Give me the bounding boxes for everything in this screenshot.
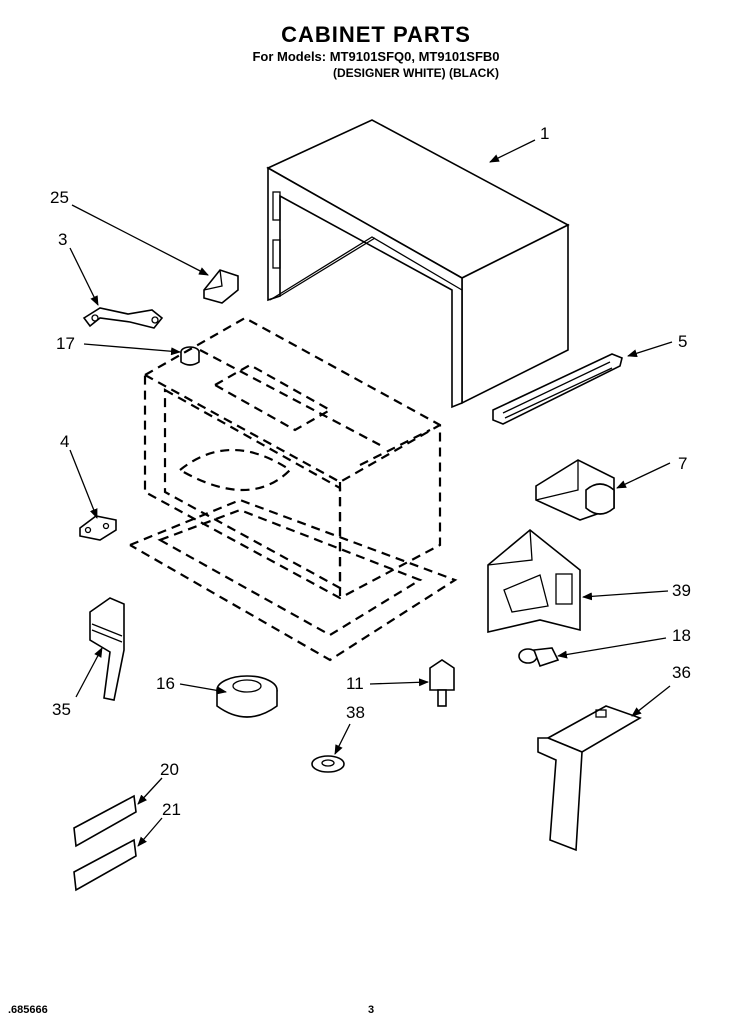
callout-35: 35 — [52, 700, 71, 719]
bracket-4-part — [79, 515, 117, 541]
motor-16-part — [216, 675, 278, 718]
cabinet-wrapper-part — [266, 119, 570, 409]
top-strip-part — [492, 353, 623, 425]
plate-20-part — [73, 794, 137, 848]
plate-21-part — [73, 838, 137, 892]
callout-39: 39 — [672, 581, 691, 600]
coupler-11-part — [429, 659, 455, 707]
callout-25: 25 — [50, 188, 69, 207]
holder-7-part — [535, 459, 615, 521]
callout-38: 38 — [346, 703, 365, 722]
callout-16: 16 — [156, 674, 175, 693]
bracket-35-part — [89, 597, 125, 701]
page-number: 3 — [368, 1004, 375, 1016]
knob-17-part — [180, 346, 200, 366]
color-variants-line: (DESIGNER WHITE) (BLACK) — [333, 66, 499, 80]
duct-39-part — [487, 528, 581, 634]
bracket-25-part — [203, 269, 239, 304]
callout-11: 11 — [346, 674, 364, 693]
document-code: .685666 — [8, 1004, 48, 1016]
callout-4: 4 — [60, 432, 70, 451]
lamp-18-part — [518, 647, 560, 668]
lever-bracket-3-part — [82, 307, 164, 329]
models-line: For Models: MT9101SFQ0, MT9101SFB0 — [252, 49, 500, 64]
callout-7: 7 — [678, 454, 688, 473]
leader-lines — [69, 139, 673, 847]
callout-36: 36 — [672, 663, 691, 682]
bracket-plate-36-part — [537, 705, 642, 852]
callout-18: 18 — [672, 626, 691, 645]
callout-20: 20 — [160, 760, 179, 779]
oven-cavity-outline — [129, 316, 458, 662]
callout-21: 21 — [162, 800, 181, 819]
callout-3: 3 — [58, 230, 68, 249]
callout-17: 17 — [56, 334, 75, 353]
page-title: CABINET PARTS — [281, 22, 471, 47]
callout-5: 5 — [678, 332, 688, 351]
washer-38-part — [311, 755, 345, 773]
callout-1: 1 — [540, 124, 550, 143]
